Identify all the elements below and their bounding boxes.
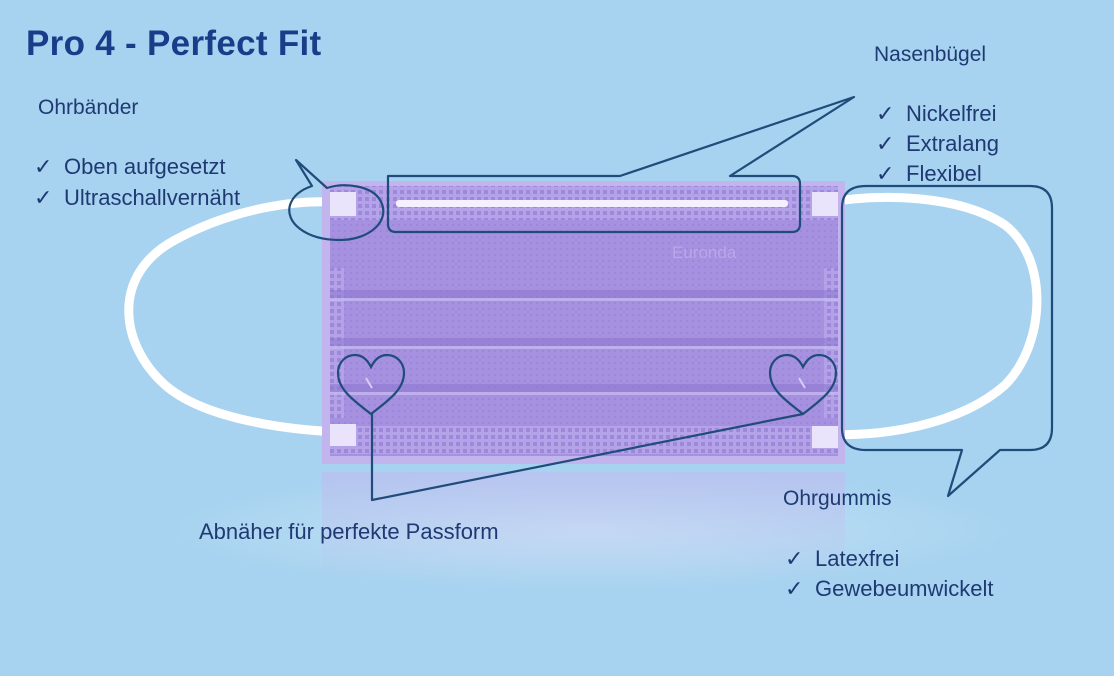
check-icon: ✓ — [34, 185, 53, 210]
check-icon: ✓ — [34, 154, 53, 179]
dart-mark — [798, 377, 806, 389]
right-ear-loop — [813, 192, 1042, 440]
darts-callout-line — [370, 412, 804, 502]
heart-icon — [336, 353, 406, 416]
page-title: Pro 4 - Perfect Fit — [26, 24, 322, 63]
speech-bubble-icon — [840, 184, 1054, 498]
heart-icon — [768, 353, 838, 416]
nose-bridge-item: ✓Extralang — [876, 131, 999, 156]
nose-bridge-item: ✓Nickelfrei — [876, 101, 997, 126]
check-icon: ✓ — [785, 576, 804, 601]
ear-bands-item: ✓Ultraschallvernäht — [34, 185, 241, 210]
left-ear-loop — [124, 197, 357, 437]
check-icon: ✓ — [876, 101, 895, 126]
darts-heading: Abnäher für perfekte Passform — [199, 519, 499, 544]
nose-wire — [396, 200, 788, 207]
ear-loops-heading: Ohrgummis — [783, 487, 892, 510]
nose-bridge-heading: Nasenbügel — [874, 43, 987, 66]
speech-bubble-icon — [288, 158, 385, 242]
ear-loops-item: ✓Gewebeumwickelt — [785, 576, 994, 601]
ear-loops-item: ✓Latexfrei — [785, 546, 900, 571]
mask-reflection — [322, 472, 845, 582]
speech-bubble-icon — [386, 95, 856, 234]
check-icon: ✓ — [876, 161, 895, 186]
ear-bands-heading: Ohrbänder — [38, 96, 139, 119]
mask-brand-text: Euronda — [672, 243, 737, 262]
check-icon: ✓ — [876, 131, 895, 156]
ear-bands-item: ✓Oben aufgesetzt — [34, 154, 226, 179]
check-icon: ✓ — [785, 546, 804, 571]
dart-mark — [365, 377, 373, 389]
nose-bridge-item: ✓Flexibel — [876, 161, 982, 186]
